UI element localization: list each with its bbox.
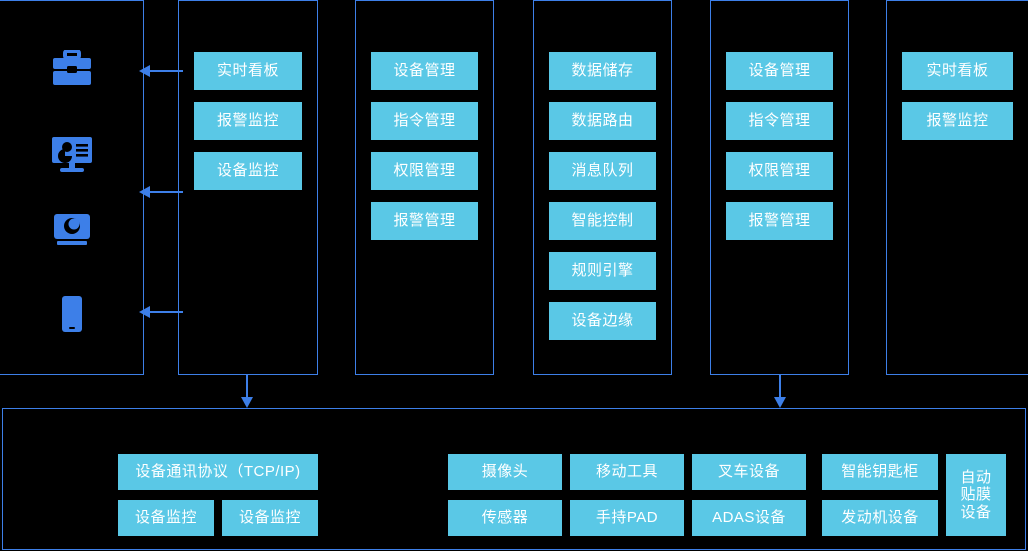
module-button[interactable]: 指令管理: [726, 102, 833, 140]
arrow-to-device-layer-1: [241, 375, 253, 408]
device-button-tall[interactable]: 自动 贴膜 设备: [946, 454, 1006, 536]
arrow-to-device-layer-2: [774, 375, 786, 408]
module-button[interactable]: 权限管理: [371, 152, 478, 190]
module-button[interactable]: 数据路由: [549, 102, 656, 140]
monitor-chart-icon: [51, 136, 93, 174]
device-button[interactable]: 智能钥匙柜: [822, 454, 938, 490]
module-button[interactable]: 设备监控: [194, 152, 302, 190]
protocol-sub-button[interactable]: 设备监控: [118, 500, 214, 536]
protocol-button[interactable]: 设备通讯协议（TCP/IP): [118, 454, 318, 490]
briefcase-icon: [51, 50, 93, 88]
device-button[interactable]: ADAS设备: [692, 500, 806, 536]
module-button[interactable]: 报警管理: [726, 202, 833, 240]
arrow-to-client-1: [139, 65, 183, 77]
device-button[interactable]: 发动机设备: [822, 500, 938, 536]
device-button[interactable]: 传感器: [448, 500, 562, 536]
module-button[interactable]: 智能控制: [549, 202, 656, 240]
module-button[interactable]: 实时看板: [902, 52, 1013, 90]
arrow-to-client-3: [139, 306, 183, 318]
device-button[interactable]: 摄像头: [448, 454, 562, 490]
module-button[interactable]: 消息队列: [549, 152, 656, 190]
module-button[interactable]: 数据储存: [549, 52, 656, 90]
module-button[interactable]: 实时看板: [194, 52, 302, 90]
module-button[interactable]: 设备边缘: [549, 302, 656, 340]
device-button[interactable]: 叉车设备: [692, 454, 806, 490]
module-button[interactable]: 报警监控: [194, 102, 302, 140]
module-button[interactable]: 设备管理: [726, 52, 833, 90]
device-button[interactable]: 手持PAD: [570, 500, 684, 536]
module-button[interactable]: 权限管理: [726, 152, 833, 190]
device-button[interactable]: 移动工具: [570, 454, 684, 490]
mobile-phone-icon: [51, 295, 93, 333]
module-button[interactable]: 规则引擎: [549, 252, 656, 290]
module-button[interactable]: 指令管理: [371, 102, 478, 140]
projector-icon: [51, 213, 93, 249]
arrow-to-client-2: [139, 186, 183, 198]
module-button[interactable]: 报警管理: [371, 202, 478, 240]
module-button[interactable]: 报警监控: [902, 102, 1013, 140]
module-button[interactable]: 设备管理: [371, 52, 478, 90]
protocol-sub-button[interactable]: 设备监控: [222, 500, 318, 536]
